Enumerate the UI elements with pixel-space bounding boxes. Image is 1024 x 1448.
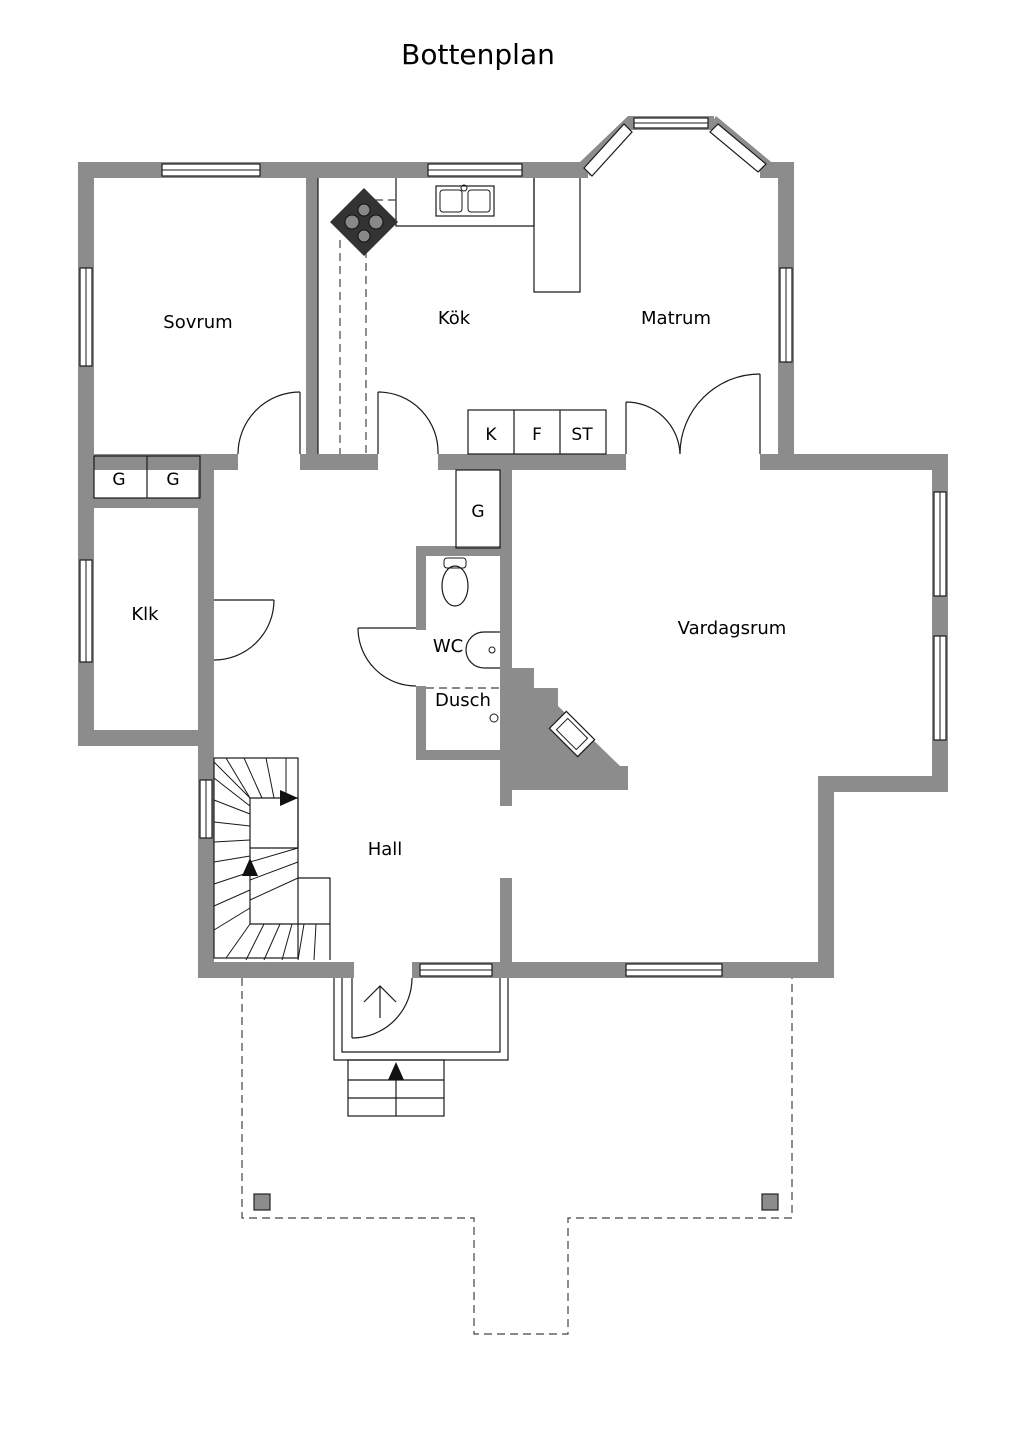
closet-label-g3: G (471, 502, 484, 522)
room-label-wc: WC (433, 636, 463, 657)
room-labels: Sovrum Kök Matrum Klk WC Dusch Vardagsru… (131, 308, 786, 860)
plan-title: Bottenplan (401, 38, 555, 71)
room-label-dusch: Dusch (435, 690, 491, 711)
doors (213, 373, 761, 1039)
kitchen-fixtures (317, 178, 607, 455)
fixture-labels: G G G K F ST (112, 425, 593, 522)
terrace-outline (241, 978, 793, 1335)
stove-icon (330, 188, 398, 256)
staircase (213, 757, 331, 961)
stair-arrow-up-icon (242, 858, 258, 876)
freezer-label-f: F (532, 425, 542, 445)
shower-icon (489, 713, 499, 723)
room-label-hall: Hall (368, 839, 403, 860)
room-label-vardagsrum: Vardagsrum (678, 618, 787, 639)
fridge-label-k: K (485, 425, 497, 445)
windows (79, 117, 947, 977)
entrance (333, 978, 509, 1117)
closet-label-g2: G (166, 470, 179, 490)
closets (93, 455, 501, 549)
sink-icon (435, 185, 495, 217)
toilet-icon (441, 565, 469, 607)
bathroom-fixtures (426, 557, 596, 758)
room-label-matrum: Matrum (641, 308, 711, 329)
closet-label-g1: G (112, 470, 125, 490)
room-label-klk: Klk (131, 604, 159, 625)
stair-arrow-right-icon (280, 790, 298, 806)
basin-icon (465, 631, 500, 669)
entry-steps-arrow-icon (388, 1062, 404, 1080)
storage-label-st: ST (571, 425, 593, 445)
room-label-kok: Kök (438, 308, 471, 329)
room-label-sovrum: Sovrum (163, 312, 232, 333)
interior-walls (94, 178, 778, 978)
